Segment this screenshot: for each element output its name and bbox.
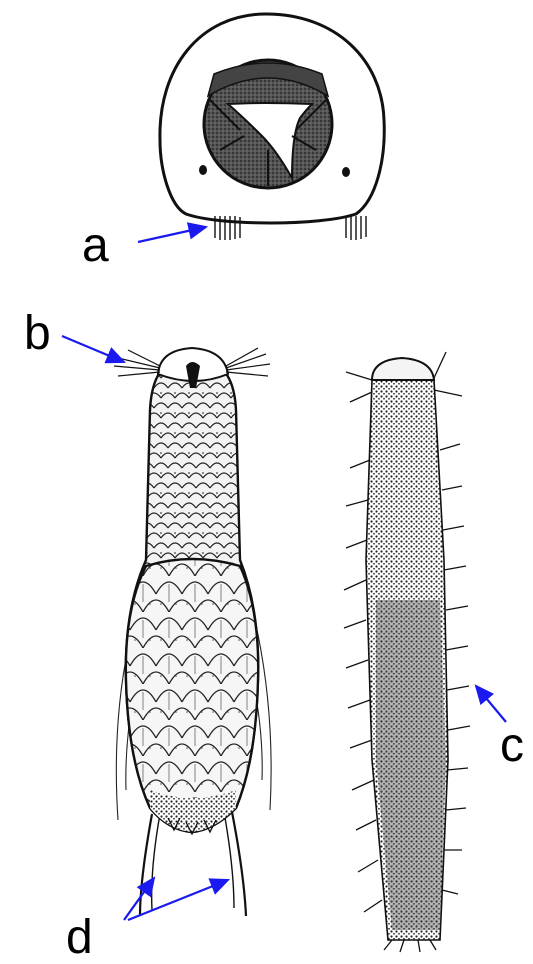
label-b: b: [24, 310, 51, 358]
head-illustration: [160, 14, 384, 240]
arrow-c: [476, 686, 506, 722]
arrow-b: [62, 336, 124, 362]
scaled-body-illustration: [114, 348, 271, 916]
label-c: c: [500, 722, 524, 770]
label-d: d: [66, 914, 93, 962]
arrow-d-right: [128, 880, 228, 920]
label-a: a: [82, 222, 109, 270]
spiny-body-illustration: [344, 352, 470, 952]
arrow-a: [138, 227, 206, 242]
